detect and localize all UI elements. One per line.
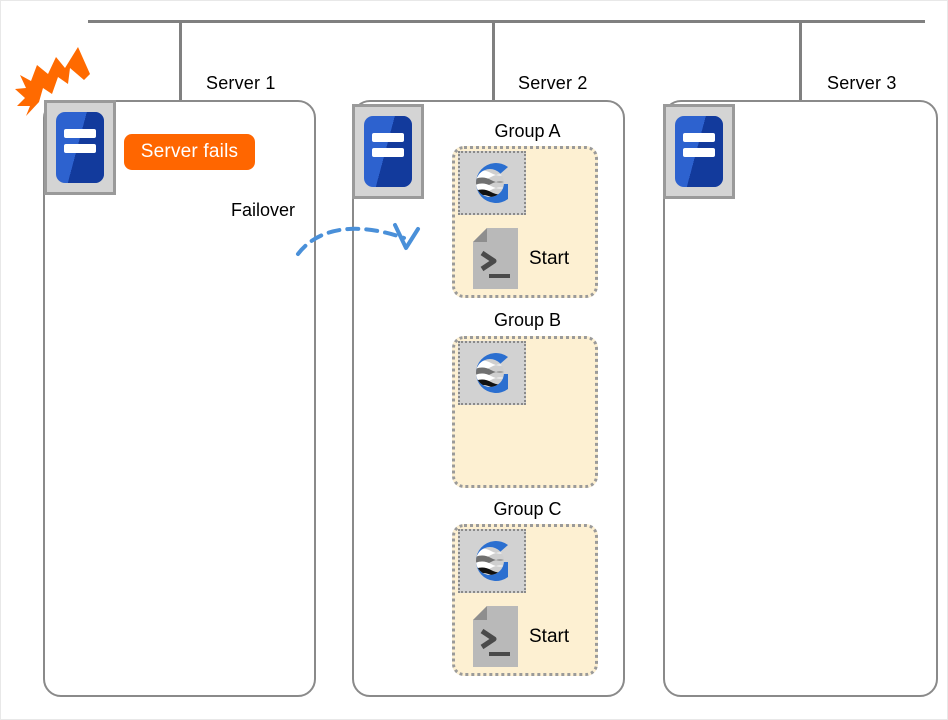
server-icon-2[interactable] [352,104,424,199]
group-box-a[interactable]: Start [452,146,598,298]
group-a-script-label: Start [529,247,570,269]
server-icon-2-slot-top [371,133,405,143]
group-resource-globe-icon[interactable] [458,151,526,215]
group-box-c[interactable]: Start [452,524,598,676]
server-icon-1-body [56,112,104,183]
cluster-bus-drop-server-2 [492,20,495,101]
server-icon-1-slot-bottom [63,143,97,154]
group-resource-globe-icon[interactable] [458,341,526,405]
group-resource-globe-icon[interactable] [458,529,526,593]
server-icon-2-body [364,116,412,187]
server-icon-2-slot-bottom [371,147,405,158]
status-badge-label: Server fails [140,141,239,162]
server-icon-1[interactable] [44,100,116,195]
status-badge-server-fails: Server fails [124,134,255,170]
group-c-script-row[interactable]: Start [472,605,569,668]
server-panel-1[interactable] [43,100,316,697]
server-label-2: Server 2 [518,73,588,93]
script-file-icon[interactable] [472,605,519,668]
group-label-a: Group A [494,121,561,141]
cluster-bus-line [88,20,925,23]
server-label-3: Server 3 [827,73,897,93]
server-icon-3-body [675,116,723,187]
cluster-bus-drop-server-1 [179,20,182,101]
failover-label: Failover [231,200,296,220]
group-label-c: Group C [493,499,562,519]
group-box-b[interactable] [452,336,598,488]
server-icon-1-slot-top [63,129,97,139]
server-panel-3[interactable] [663,100,938,697]
lightning-burst-icon [8,44,100,116]
cluster-bus-drop-server-3 [799,20,802,101]
group-label-b: Group B [493,310,562,330]
server-icon-3-slot-bottom [682,147,716,158]
curved-dashed-arrow-icon [292,210,427,260]
group-c-script-label: Start [529,625,570,647]
script-file-icon[interactable] [472,227,519,290]
server-label-1: Server 1 [206,73,276,93]
server-icon-3-slot-top [682,133,716,143]
group-a-script-row[interactable]: Start [472,227,569,290]
server-icon-3[interactable] [663,104,735,199]
